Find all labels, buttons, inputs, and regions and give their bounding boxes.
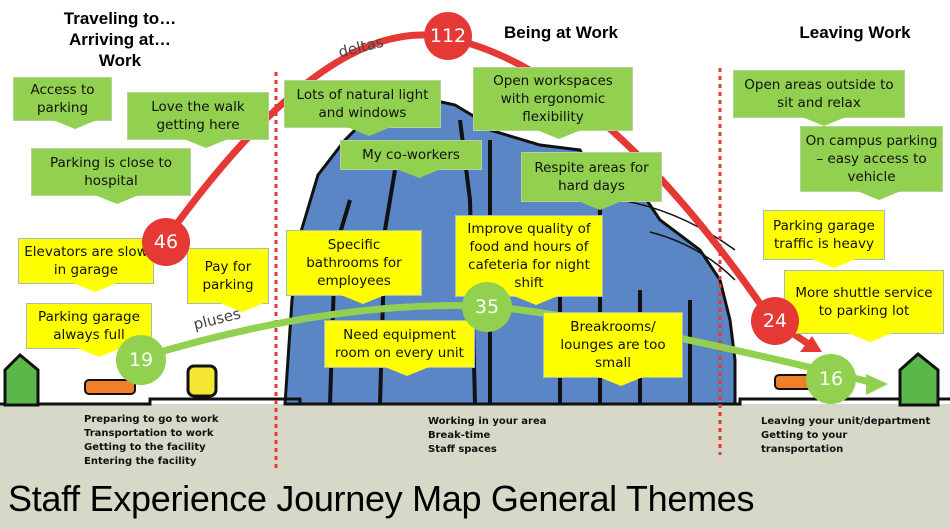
- note-co-workers: My co-workers: [340, 140, 482, 178]
- phase-header-leaving: Leaving Work: [799, 23, 911, 42]
- pluses-arrowhead: [866, 374, 888, 395]
- plus-score-arriving: 19: [116, 335, 166, 385]
- note-natural-light: Lots of natural light and windows: [284, 80, 441, 136]
- stage-item: transportation: [761, 444, 844, 455]
- ground-band: [0, 404, 950, 529]
- page-title: Staff Experience Journey Map General The…: [8, 478, 755, 519]
- note-parking-close: Parking is close to hospital: [31, 148, 191, 204]
- car-icon: [84, 379, 136, 395]
- plus-score-leaving: 16: [806, 354, 856, 404]
- phase-header-at-work: Being at Work: [504, 23, 618, 42]
- note-specific-bathrooms: Specific bathrooms for employees: [286, 230, 422, 304]
- stage-list-at-work: Working in your area Break-time Staff sp…: [428, 415, 546, 457]
- delta-score-at-work: 112: [424, 12, 472, 60]
- note-respite-areas: Respite areas for hard days: [521, 152, 662, 210]
- note-elevators-slow: Elevators are slow in garage: [18, 238, 154, 292]
- stage-item: Getting to the facility: [84, 442, 206, 453]
- deltas-arrowhead: [800, 336, 822, 352]
- ground-line: [0, 397, 950, 406]
- phase-header-arriving: Traveling to… Arriving at… Work: [63, 9, 177, 70]
- note-pay-for-parking: Pay for parking: [187, 248, 269, 312]
- note-breakrooms-small: Breakrooms/ lounges are too small: [543, 312, 683, 386]
- note-garage-traffic: Parking garage traffic is heavy: [763, 210, 885, 268]
- note-open-workspaces: Open workspaces with ergonomic flexibili…: [473, 67, 633, 139]
- stage-item: Entering the facility: [84, 456, 197, 467]
- note-equipment-room: Need equipment room on every unit: [324, 320, 475, 376]
- stage-list-leaving: Leaving your unit/department Getting to …: [761, 415, 930, 457]
- plus-score-at-work: 35: [462, 282, 512, 332]
- note-more-shuttle: More shuttle service to parking lot: [784, 270, 944, 342]
- home-icon-right: [898, 352, 940, 407]
- note-love-the-walk: Love the walk getting here: [127, 92, 269, 148]
- delta-score-arriving: 46: [142, 218, 190, 266]
- van-icon: [186, 364, 218, 398]
- stage-item: Getting to your: [761, 430, 848, 441]
- note-on-campus-parking: On campus parking – easy access to vehic…: [800, 126, 943, 200]
- stage-item: Working in your area: [428, 416, 547, 427]
- note-access-to-parking: Access to parking: [13, 77, 112, 129]
- home-icon-left: [3, 352, 40, 407]
- stage-item: Staff spaces: [428, 444, 497, 455]
- stage-item: Leaving your unit/department: [761, 416, 931, 427]
- note-open-areas-outside: Open areas outside to sit and relax: [733, 70, 905, 126]
- note-garage-full: Parking garage always full: [26, 303, 152, 357]
- stage-item: Transportation to work: [84, 428, 214, 439]
- stage-item: Preparing to go to work: [84, 414, 219, 425]
- delta-score-leaving: 24: [751, 297, 799, 345]
- stage-list-arriving: Preparing to go to work Transportation t…: [84, 413, 219, 469]
- stage-item: Break-time: [428, 430, 491, 441]
